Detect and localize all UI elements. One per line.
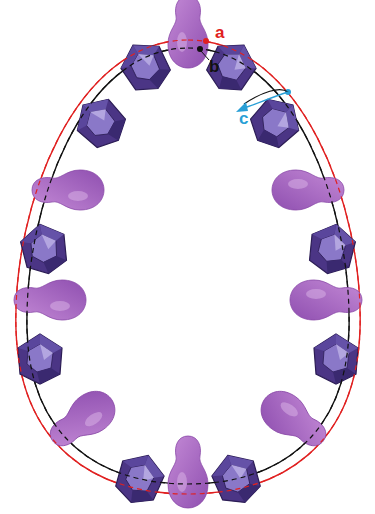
thread-label: b bbox=[208, 58, 220, 75]
direction-label: c bbox=[238, 110, 249, 127]
thread-label: a bbox=[214, 24, 225, 41]
